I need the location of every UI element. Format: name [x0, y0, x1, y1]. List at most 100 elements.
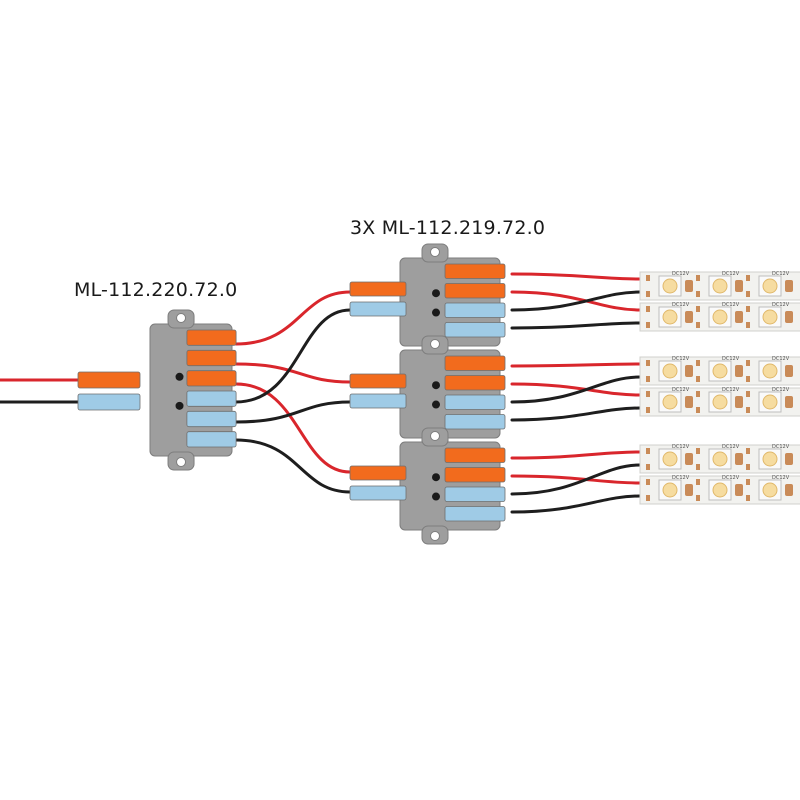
resistor	[785, 453, 793, 465]
led-phosphor	[662, 394, 678, 410]
solder-pad	[696, 448, 700, 454]
solder-pad	[696, 391, 700, 397]
test-hole	[175, 401, 184, 410]
main-connector-label: ML-112.220.72.0	[74, 279, 238, 301]
strip-print: DC12V	[722, 387, 740, 393]
solder-pad	[646, 479, 650, 485]
solder-pad	[746, 306, 750, 312]
feed-red-wire	[234, 382, 352, 474]
solder-pad	[746, 275, 750, 281]
lever-orange	[186, 329, 237, 346]
solder-pad	[696, 306, 700, 312]
mounting-hole	[430, 247, 440, 257]
main-connector	[149, 309, 237, 471]
mounting-hole	[430, 431, 440, 441]
strip-print: DC12V	[672, 387, 690, 393]
strip-print: DC12V	[722, 475, 740, 481]
solder-pad	[646, 306, 650, 312]
led-strip: DC12V DC12V DC12V	[639, 444, 800, 474]
strip-print: DC12V	[672, 444, 690, 450]
solder-pad	[696, 479, 700, 485]
solder-pad	[646, 376, 650, 382]
strip-print: DC12V	[722, 302, 740, 308]
splitter-connector	[349, 427, 506, 545]
feed-red-wire	[234, 290, 352, 346]
resistor	[685, 453, 693, 465]
strip-print: DC12V	[772, 444, 790, 450]
solder-pad	[646, 448, 650, 454]
solder-pad	[696, 275, 700, 281]
strip-print: DC12V	[722, 444, 740, 450]
input-lever-orange	[349, 373, 407, 389]
test-hole	[432, 400, 440, 409]
solder-pad	[696, 360, 700, 366]
resistor	[685, 311, 693, 323]
input-lever-orange	[349, 465, 407, 481]
led-phosphor	[762, 278, 778, 294]
input-lever-orange	[77, 371, 141, 389]
strip-print: DC12V	[672, 302, 690, 308]
resistor	[685, 365, 693, 377]
solder-pad	[646, 360, 650, 366]
lever-blue	[444, 486, 506, 502]
feed-black-wire	[234, 308, 352, 404]
main-input-levers	[77, 371, 141, 411]
solder-pad	[646, 322, 650, 328]
strip-red-wire	[510, 362, 642, 368]
strip-print: DC12V	[722, 271, 740, 277]
led-phosphor	[662, 451, 678, 467]
splitter-connectors-label: 3X ML-112.219.72.0	[350, 217, 546, 239]
connectors	[77, 243, 506, 545]
test-hole	[432, 492, 440, 501]
test-hole	[432, 473, 440, 482]
solder-pad	[646, 391, 650, 397]
solder-pad	[746, 479, 750, 485]
strip-black-wire	[510, 290, 642, 312]
resistor	[735, 453, 743, 465]
input-lever-blue	[349, 301, 407, 317]
led-phosphor	[712, 309, 728, 325]
resistor	[785, 396, 793, 408]
mounting-hole	[430, 531, 440, 541]
resistor	[735, 365, 743, 377]
strip-print: DC12V	[772, 475, 790, 481]
feed-red-wire	[234, 362, 352, 384]
resistor	[685, 396, 693, 408]
lever-orange	[186, 370, 237, 387]
lever-blue	[444, 322, 506, 338]
led-phosphor	[712, 394, 728, 410]
solder-pad	[746, 495, 750, 501]
lever-orange	[444, 355, 506, 371]
solder-pad	[646, 464, 650, 470]
test-hole	[175, 372, 184, 381]
solder-pad	[646, 291, 650, 297]
strip-print: DC12V	[772, 387, 790, 393]
solder-pad	[746, 291, 750, 297]
solder-pad	[746, 360, 750, 366]
input-lever-orange	[349, 281, 407, 297]
mounting-hole	[176, 457, 187, 467]
led-phosphor	[712, 482, 728, 498]
resistor	[735, 396, 743, 408]
solder-pad	[696, 376, 700, 382]
led-phosphor	[762, 482, 778, 498]
strip-print: DC12V	[772, 356, 790, 362]
lever-blue	[186, 431, 237, 448]
solder-pad	[696, 407, 700, 413]
lever-orange	[444, 283, 506, 299]
strip-black-wire	[510, 494, 642, 514]
resistor	[685, 280, 693, 292]
led-phosphor	[662, 482, 678, 498]
solder-pad	[746, 322, 750, 328]
solder-pad	[646, 407, 650, 413]
led-phosphor	[762, 309, 778, 325]
feed-black-wire	[234, 400, 352, 424]
strip-black-wire	[510, 463, 642, 496]
wires	[0, 272, 642, 514]
test-hole	[432, 381, 440, 390]
led-strip: DC12V DC12V DC12V	[639, 387, 800, 417]
